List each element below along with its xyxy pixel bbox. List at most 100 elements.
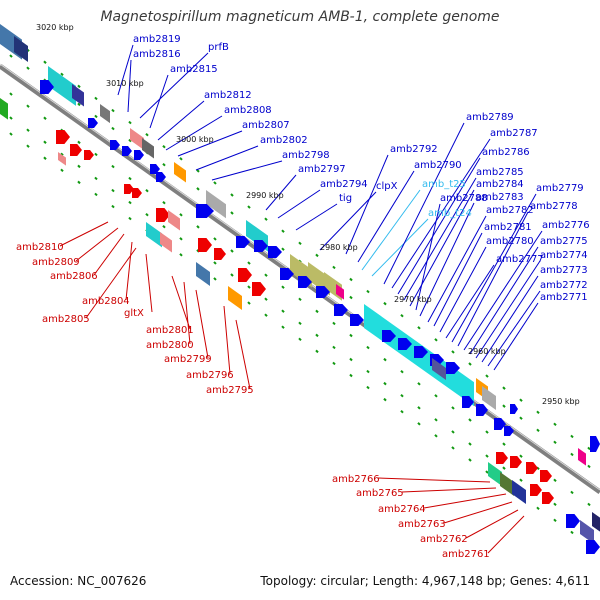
gene-arrow xyxy=(496,452,508,464)
leader-line xyxy=(145,253,153,313)
leader-line xyxy=(415,203,441,311)
gene-arrow xyxy=(414,346,428,358)
tick-mark xyxy=(281,285,285,289)
tick-mark xyxy=(179,157,183,161)
gene-label-amb2784: amb2784 xyxy=(476,179,524,190)
tick-mark xyxy=(315,309,319,314)
leader-line xyxy=(177,130,243,157)
tick-mark xyxy=(485,374,489,378)
gene-label-amb2802: amb2802 xyxy=(260,135,308,146)
leader-line xyxy=(125,241,133,301)
tick-mark xyxy=(570,452,574,457)
gene-features xyxy=(0,24,600,554)
tick-mark xyxy=(451,406,455,410)
gene-arrow xyxy=(196,204,214,218)
tick-mark xyxy=(43,60,47,64)
tick-mark xyxy=(502,386,506,390)
tick-mark xyxy=(366,385,370,390)
leader-line xyxy=(397,157,481,295)
gene-label-clpx: clpX xyxy=(376,181,398,192)
leader-line xyxy=(383,122,465,285)
gene-box xyxy=(160,232,172,253)
gene-label-amb2790: amb2790 xyxy=(414,160,462,171)
tick-mark xyxy=(213,181,217,185)
tick-mark xyxy=(366,369,370,374)
tick-mark xyxy=(451,446,455,450)
tick-mark xyxy=(315,333,319,338)
leader-line xyxy=(439,246,487,333)
gene-box xyxy=(482,386,496,410)
gene-arrow xyxy=(88,118,98,128)
tick-mark xyxy=(383,381,387,386)
leader-line xyxy=(211,160,283,181)
gene-arrow xyxy=(350,314,364,326)
gene-box xyxy=(174,162,186,183)
leader-line xyxy=(93,233,125,276)
tick-mark xyxy=(247,205,251,209)
gene-arrow xyxy=(542,492,554,504)
gene-arrow xyxy=(254,240,268,252)
tick-mark xyxy=(111,108,115,113)
tick-mark xyxy=(60,72,64,77)
tick-mark xyxy=(179,253,183,257)
tick-mark xyxy=(26,144,30,148)
tick-mark xyxy=(179,237,183,241)
tick-mark xyxy=(179,213,183,217)
gene-arrow xyxy=(504,426,514,436)
gene-label-amb2772: amb2772 xyxy=(540,280,588,291)
tick-mark xyxy=(264,273,268,277)
tick-mark xyxy=(570,530,574,535)
gene-label-amb2809: amb2809 xyxy=(32,257,80,268)
tick-mark xyxy=(77,180,81,185)
tick-mark xyxy=(128,200,132,205)
tick-mark xyxy=(587,502,591,507)
gene-arrow xyxy=(268,246,282,258)
tick-mark xyxy=(196,187,200,191)
gene-label-amb2796: amb2796 xyxy=(186,370,234,381)
tick-mark xyxy=(349,357,353,362)
leader-line xyxy=(419,202,475,317)
tick-mark xyxy=(332,321,336,326)
tick-mark xyxy=(298,337,302,341)
tick-mark xyxy=(434,394,438,398)
gene-box xyxy=(14,36,28,62)
gene-arrow xyxy=(462,396,474,408)
tick-mark xyxy=(26,128,30,132)
tick-mark xyxy=(417,406,421,410)
leader-line xyxy=(457,211,529,347)
leader-line xyxy=(127,59,132,113)
tick-mark xyxy=(213,261,217,265)
leader-line xyxy=(409,189,475,307)
tick-mark xyxy=(485,470,489,474)
tick-mark xyxy=(77,102,81,107)
tick-mark xyxy=(230,211,234,215)
gene-arrow xyxy=(446,362,460,374)
gene-label-amb2762: amb2762 xyxy=(420,534,468,545)
kbp-marker: 2960 kbp xyxy=(468,347,506,356)
tick-mark xyxy=(553,440,557,445)
leader-line xyxy=(469,246,539,355)
leader-line xyxy=(345,154,389,255)
tick-mark xyxy=(332,345,336,350)
leader-line xyxy=(433,232,483,327)
tick-mark xyxy=(536,410,540,414)
tick-mark xyxy=(519,454,523,458)
tick-mark xyxy=(128,120,132,125)
gene-arrow xyxy=(124,184,134,194)
gene-arrow xyxy=(122,146,132,156)
gene-label-gltx: gltX xyxy=(124,308,144,319)
leader-line xyxy=(493,302,539,371)
gene-label-tig: tig xyxy=(339,193,352,204)
gene-label-amb2786: amb2786 xyxy=(482,147,530,158)
gene-label-amb2781: amb2781 xyxy=(484,222,532,233)
tick-mark xyxy=(247,285,251,289)
gene-labels: amb2819amb2816prfBamb2815amb2812amb2808a… xyxy=(16,34,590,560)
tick-mark xyxy=(111,204,115,209)
gene-label-amb2810: amb2810 xyxy=(16,242,64,253)
gene-label-amb_t24: amb_t24 xyxy=(428,208,472,219)
gene-label-amb2794: amb2794 xyxy=(320,179,368,190)
gene-arrow xyxy=(540,470,552,482)
gene-box xyxy=(72,84,84,107)
gene-arrow xyxy=(40,80,54,94)
gene-label-amb2799: amb2799 xyxy=(164,354,212,365)
